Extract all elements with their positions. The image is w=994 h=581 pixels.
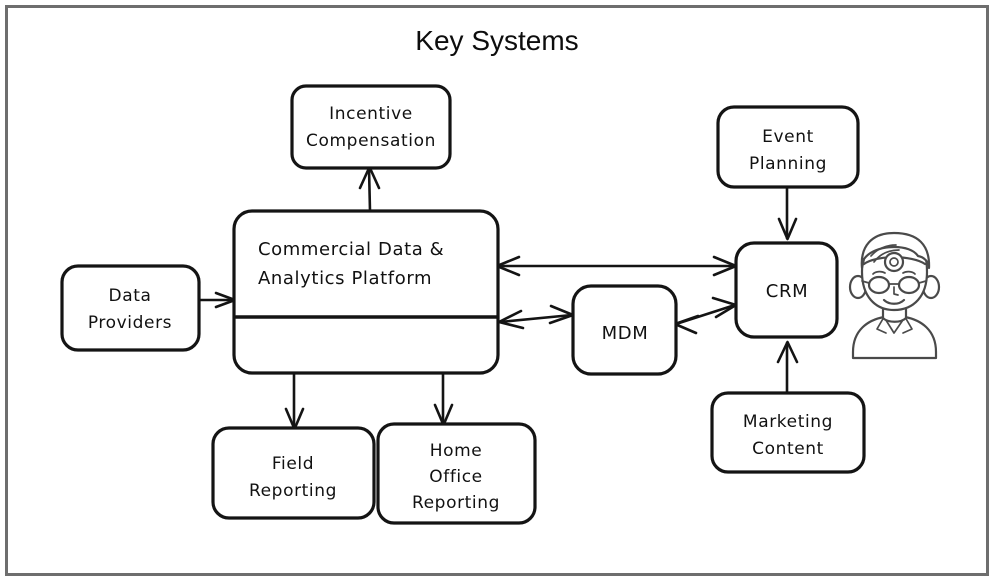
diagram-title: Key Systems xyxy=(415,25,578,56)
node-data-providers[interactable]: Data Providers xyxy=(60,264,201,352)
node-field-reporting-shape xyxy=(211,426,376,520)
node-marketing-content[interactable]: Marketing Content xyxy=(710,391,866,474)
edge-marketing-to-crm xyxy=(776,340,799,395)
node-marketing-content-shape xyxy=(710,391,866,474)
node-crm-label: CRM xyxy=(766,281,808,302)
edge-platform-to-incentive xyxy=(358,165,381,213)
node-event-planning-shape xyxy=(716,105,860,189)
node-platform-label-line1: Commercial Data & xyxy=(258,239,444,260)
node-data-providers-shape xyxy=(60,264,201,352)
node-home-office-reporting-label-line3: Reporting xyxy=(412,493,500,513)
node-home-office-reporting[interactable]: Home Office Reporting xyxy=(376,422,537,525)
node-platform-label-line2: Analytics Platform xyxy=(258,268,432,289)
node-home-office-reporting-shape xyxy=(376,422,537,525)
node-home-office-reporting-label-line1: Home xyxy=(430,441,483,461)
node-event-planning-label-line1: Event xyxy=(762,127,814,147)
node-incentive-compensation-label-line1: Incentive xyxy=(329,104,413,124)
node-field-reporting[interactable]: Field Reporting xyxy=(211,426,376,520)
node-platform-shape xyxy=(232,209,500,375)
node-mdm-label: MDM xyxy=(602,323,649,344)
node-field-reporting-label-line1: Field xyxy=(272,454,314,474)
node-event-planning[interactable]: Event Planning xyxy=(716,105,860,189)
edge-providers-to-platform xyxy=(197,291,237,309)
node-crm[interactable]: CRM xyxy=(734,241,839,339)
node-crm-shape xyxy=(734,241,839,339)
node-field-reporting-label-line2: Reporting xyxy=(249,481,337,501)
edge-platform-to-home-office xyxy=(433,371,454,427)
edge-platform-to-mdm xyxy=(497,304,575,330)
node-commercial-data-analytics-platform[interactable]: Commercial Data & Analytics Platform xyxy=(232,209,500,375)
node-home-office-reporting-label-line2: Office xyxy=(429,467,482,487)
node-mdm-shape xyxy=(571,284,678,376)
doctor-avatar xyxy=(848,231,941,360)
node-data-providers-label-line2: Providers xyxy=(88,313,172,333)
node-marketing-content-label-line2: Content xyxy=(752,439,824,459)
node-incentive-compensation[interactable]: Incentive Compensation xyxy=(290,84,452,170)
node-incentive-compensation-shape xyxy=(290,84,452,170)
node-data-providers-label-line1: Data xyxy=(109,286,152,306)
edge-platform-to-field xyxy=(284,371,305,431)
node-marketing-content-label-line1: Marketing xyxy=(743,412,833,432)
edge-mdm-to-crm xyxy=(673,296,738,335)
edge-platform-to-crm xyxy=(495,255,738,277)
node-incentive-compensation-label-line2: Compensation xyxy=(306,131,436,151)
node-mdm[interactable]: MDM xyxy=(571,284,678,376)
node-event-planning-label-line2: Planning xyxy=(749,154,827,174)
edge-event-to-crm xyxy=(777,185,798,241)
